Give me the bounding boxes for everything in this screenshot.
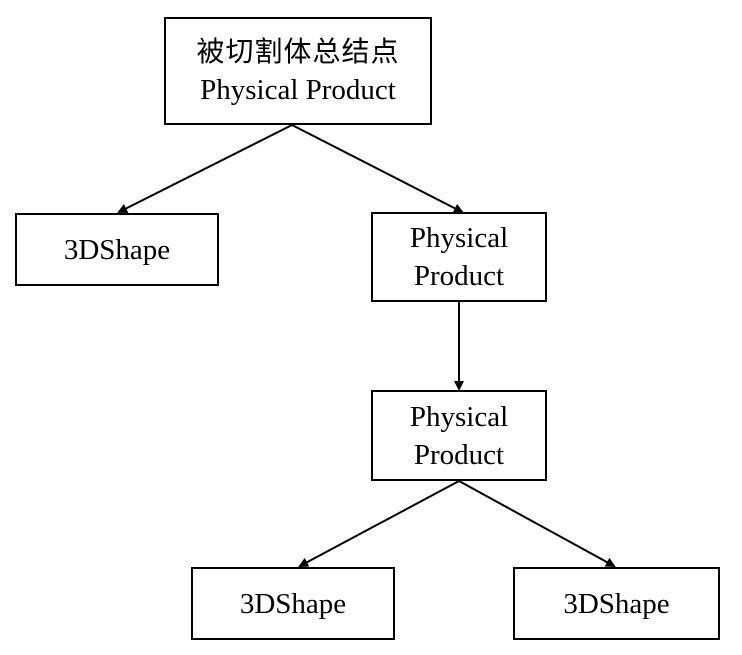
mid-product-line2: Product (413, 260, 505, 292)
left-shape-node: 3DShape (15, 213, 219, 286)
lower-product-node: Physical Product (371, 390, 547, 481)
bottom-left-shape-label: 3DShape (239, 587, 347, 620)
left-shape-label: 3DShape (63, 233, 171, 266)
lower-product-line1: Physical (409, 400, 509, 433)
arrow-root-to-left-shape (117, 124, 293, 213)
mid-product-node: Physical Product (371, 212, 547, 302)
root-node: 被切割体总结点 Physical Product (164, 17, 432, 125)
arrow-lower-to-bottom-left-shape (298, 480, 460, 567)
bottom-left-shape-node: 3DShape (191, 567, 395, 640)
root-node-title: 被切割体总结点 (196, 35, 400, 68)
bottom-right-shape-node: 3DShape (513, 567, 720, 640)
arrow-lower-to-bottom-right-shape (458, 480, 616, 567)
root-node-subtitle: Physical Product (200, 74, 396, 106)
arrow-root-to-mid-product (291, 124, 464, 213)
bottom-right-shape-label: 3DShape (563, 587, 670, 620)
lower-product-line2: Product (413, 438, 505, 471)
mid-product-line1: Physical (409, 222, 509, 254)
